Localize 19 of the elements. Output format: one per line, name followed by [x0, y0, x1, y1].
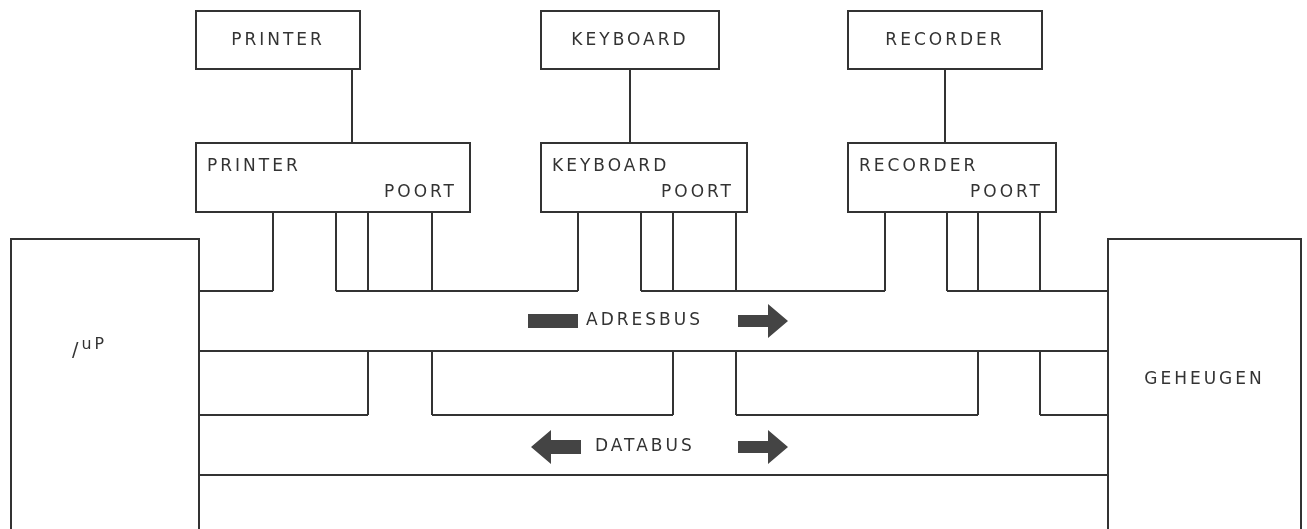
connector-line [944, 69, 946, 143]
node-label: PRINTER POORT [207, 154, 457, 203]
connector-line [629, 69, 631, 143]
node-label: PRINTER [230, 29, 326, 49]
component-box [540, 10, 720, 70]
node-label: RECORDER POORT [859, 154, 1043, 203]
port-box [195, 142, 471, 213]
node-label: RECORDER [884, 29, 1006, 49]
node-label: /$^{uP}$ [72, 334, 107, 361]
component-box [1107, 238, 1302, 529]
port-box [540, 142, 748, 213]
node-label: GEHEUGEN [1143, 368, 1266, 388]
connector-line [351, 69, 353, 143]
component-box [195, 10, 361, 70]
component-box [847, 10, 1043, 70]
port-box [847, 142, 1057, 213]
node-label: KEYBOARD POORT [552, 154, 734, 203]
node-label: KEYBOARD [570, 29, 690, 49]
processor-box [10, 238, 200, 529]
